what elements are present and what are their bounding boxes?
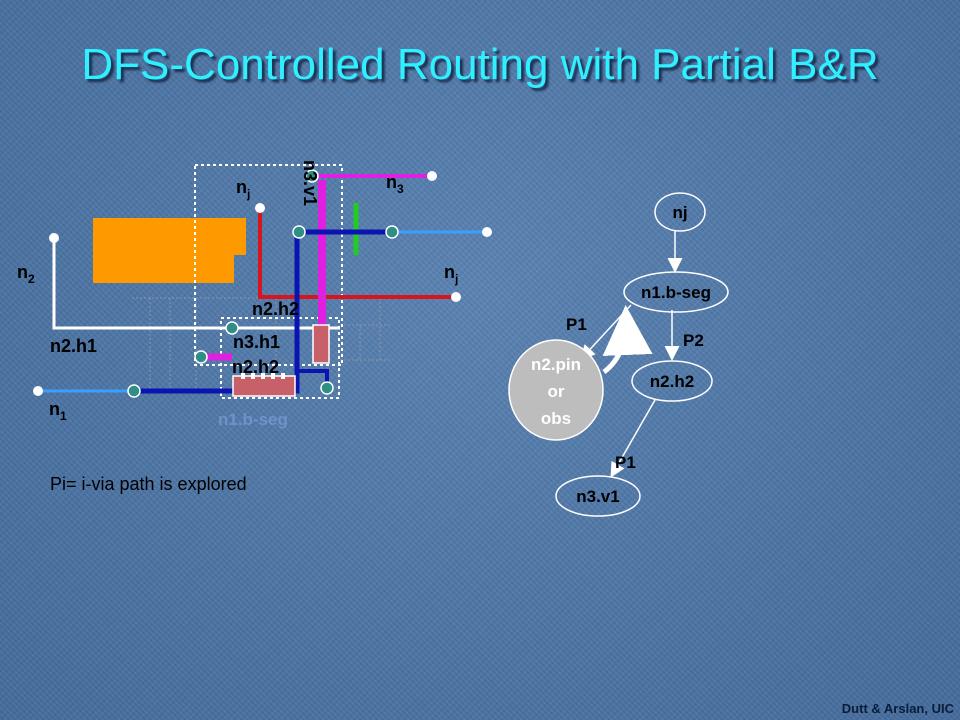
slide-title: DFS-Controlled Routing with Partial B&R (81, 40, 879, 89)
label-nj-top: nj (236, 177, 250, 201)
label-n1-bseg: n1.b-seg (218, 410, 288, 429)
tree-node-bseg (623, 271, 729, 313)
tree-label-n3v1: n3.v1 (576, 487, 619, 506)
pin-n1 (33, 386, 43, 396)
tree-node-nj (654, 192, 706, 232)
dfs-tree: nj n1.b-seg n2.pin or obs n2.h2 n3.v1 P1… (508, 192, 729, 517)
tree-node-n2h2 (631, 360, 713, 402)
edge-label-p2: P2 (683, 331, 704, 350)
label-nj-right: nj (444, 262, 458, 286)
label-n1: n1 (49, 399, 67, 423)
pink-patch-ticks (241, 373, 285, 379)
tree-label-bseg: n1.b-seg (641, 283, 711, 302)
label-n2-h1: n2.h1 (50, 336, 97, 356)
label-n3: n3 (386, 172, 404, 196)
label-n3-h1: n3.h1 (233, 332, 280, 352)
tree-node-n3v1 (555, 475, 641, 517)
pin-n3 (427, 171, 437, 181)
tree-label-pin: n2.pin (531, 355, 581, 374)
label-n2: n2 (17, 262, 35, 286)
net-n2-white (52, 238, 340, 330)
label-n2-h2-top: n2.h2 (252, 299, 299, 319)
pin-n2 (49, 233, 59, 243)
pin-lightblue-top (482, 227, 492, 237)
tree-label-n2h2: n2.h2 (650, 372, 694, 391)
tree-label-nj: nj (672, 203, 687, 222)
edge-label-p1-left: P1 (566, 315, 587, 334)
label-n2-h2-low: n2.h2 (232, 357, 279, 377)
net-n1-blue (134, 229, 392, 394)
via-nodes (127, 169, 399, 398)
obstacle-block (93, 218, 246, 283)
tree-label-or: or (548, 382, 565, 401)
tree-node-pin-obs (508, 339, 604, 441)
edge-label-p1-bottom: P1 (615, 453, 636, 472)
net-nj-red (258, 208, 456, 299)
pink-patch-1 (312, 324, 330, 364)
pin-nj-red-right (451, 292, 461, 302)
pin-nj-red (255, 203, 265, 213)
legend-note: Pi= i-via path is explored (50, 474, 247, 494)
author-credit: Dutt & Arslan, UIC (841, 701, 954, 716)
label-n3-v1: n3.v1 (300, 160, 320, 206)
tree-label-obs: obs (541, 409, 571, 428)
